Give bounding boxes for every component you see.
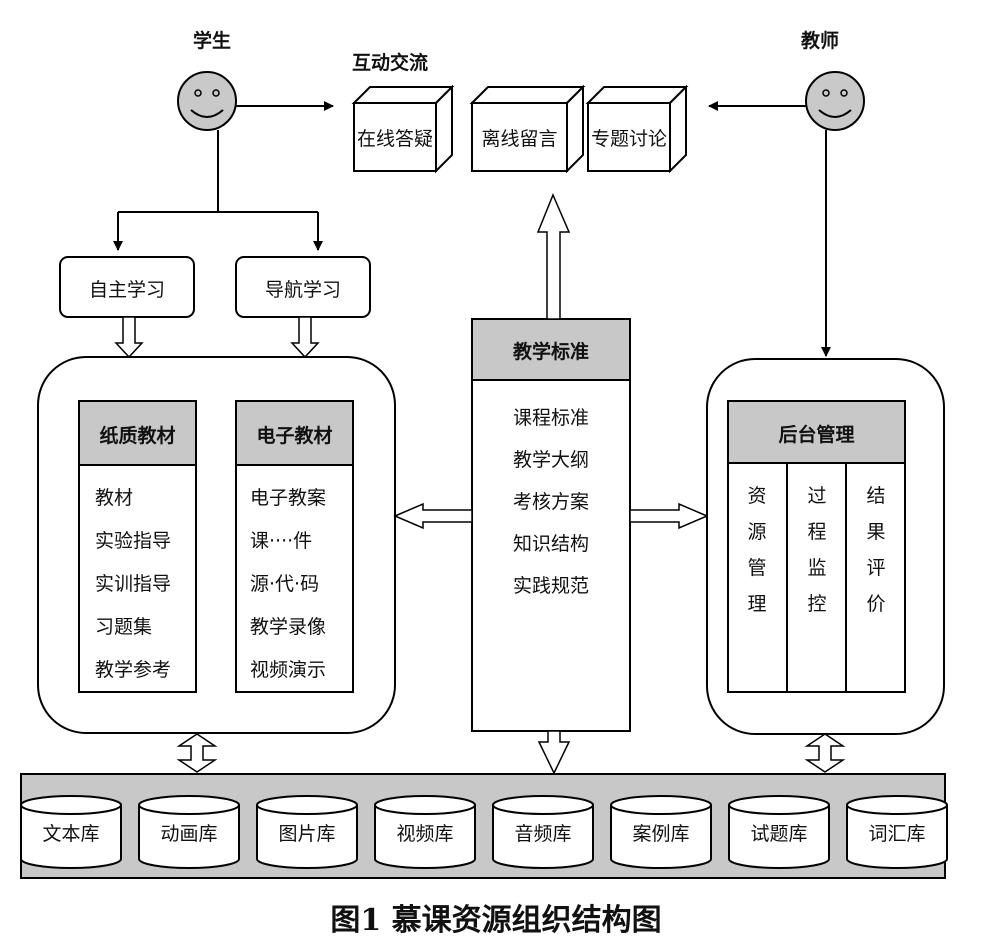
electronic-item: 电子教案 — [250, 487, 327, 509]
library-cylinder — [728, 795, 830, 869]
paper-materials-title: 纸质教材 — [99, 425, 176, 447]
figure-caption: 图1 慕课资源组织结构图 — [330, 903, 662, 938]
student-label: 学生 — [193, 30, 232, 52]
paper-item: 教学参考 — [95, 659, 172, 681]
library-label: 词汇库 — [868, 823, 926, 845]
online-qa-label: 在线答疑 — [356, 128, 433, 150]
standard-item: 实践规范 — [512, 575, 589, 597]
backend-result-evaluation: 结果评价 — [866, 485, 886, 615]
paper-item: 教材 — [95, 487, 134, 509]
library-cylinder — [256, 795, 358, 869]
library-label: 文本库 — [42, 823, 100, 845]
student-branch-connector — [113, 130, 323, 251]
library-label: 试题库 — [750, 823, 808, 845]
guided-study-label: 导航学习 — [264, 279, 341, 301]
backend-libraries-double-arrow — [804, 733, 846, 773]
interaction-title: 互动交流 — [352, 52, 429, 74]
teaching-standard-title: 教学标准 — [512, 341, 589, 363]
guided-study-hollow-arrow — [290, 316, 320, 359]
standard-item: 考核方案 — [512, 491, 589, 513]
teaching-standard-header — [471, 318, 631, 381]
paper-materials-header — [78, 400, 197, 466]
teacher-face-icon — [805, 71, 865, 131]
library-label: 案例库 — [632, 823, 690, 845]
interaction-box-1 — [351, 84, 455, 174]
electronic-item: 课····件 — [250, 530, 313, 552]
standard-to-backend-hollow-arrow — [629, 502, 709, 530]
standard-item: 知识结构 — [512, 533, 589, 555]
electronic-materials-title: 电子教材 — [256, 425, 333, 447]
standard-item: 课程标准 — [512, 407, 589, 429]
library-cylinder — [846, 795, 948, 869]
library-label: 视频库 — [396, 823, 454, 845]
topic-discussion-label: 专题讨论 — [590, 128, 667, 150]
standard-to-libraries-hollow-arrow — [537, 730, 571, 775]
materials-libraries-double-arrow — [176, 733, 218, 773]
teacher-label: 教师 — [801, 30, 840, 52]
electronic-item: 源·代·码 — [250, 573, 320, 595]
library-label: 动画库 — [160, 823, 218, 845]
backend-header — [727, 400, 906, 464]
library-cylinder — [138, 795, 240, 869]
electronic-item: 视频演示 — [250, 659, 327, 681]
library-label: 音频库 — [514, 823, 572, 845]
standard-to-interaction-hollow-arrow — [536, 193, 571, 320]
standard-item: 教学大纲 — [512, 449, 589, 471]
teaching-standard-panel — [471, 318, 631, 732]
standard-to-materials-hollow-arrow — [393, 502, 473, 530]
electronic-materials-header — [235, 400, 354, 466]
library-cylinder — [492, 795, 594, 869]
library-label: 图片库 — [278, 823, 336, 845]
interaction-box-3 — [585, 84, 689, 174]
self-study-label: 自主学习 — [88, 279, 165, 301]
paper-item: 实训指导 — [95, 573, 172, 595]
library-cylinder — [374, 795, 476, 869]
backend-process-monitoring: 过程监控 — [807, 485, 827, 615]
library-cylinder — [610, 795, 712, 869]
electronic-item: 教学录像 — [250, 616, 327, 638]
backend-title: 后台管理 — [778, 424, 855, 446]
paper-item: 实验指导 — [95, 530, 172, 552]
paper-item: 习题集 — [95, 616, 153, 638]
backend-resource-management: 资源管理 — [747, 485, 767, 615]
interaction-box-2 — [469, 84, 586, 174]
library-cylinder — [20, 795, 122, 869]
self-study-hollow-arrow — [114, 316, 144, 359]
offline-message-label: 离线留言 — [481, 128, 558, 150]
student-face-icon — [177, 71, 237, 131]
